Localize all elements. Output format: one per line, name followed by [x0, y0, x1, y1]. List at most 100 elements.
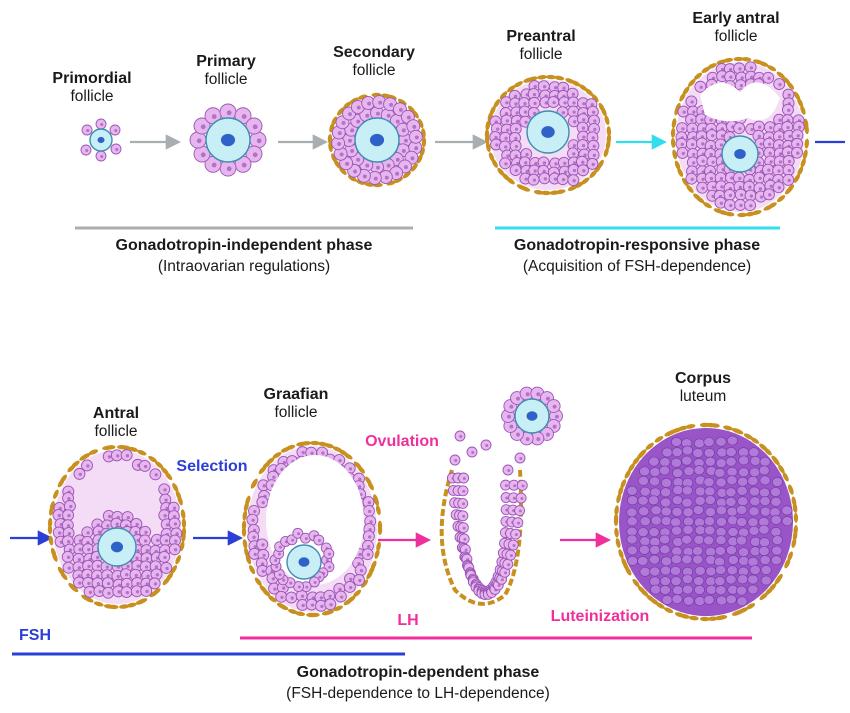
luteal-cell — [749, 565, 761, 575]
theca-cell — [88, 449, 99, 455]
theca-cell — [681, 177, 689, 187]
luteal-cell — [693, 465, 705, 476]
label-ovulation: Ovulation — [365, 433, 439, 450]
theca-cell — [485, 120, 491, 131]
theca-cell — [616, 493, 622, 504]
luteal-cell — [626, 507, 638, 518]
secondary-sub: follicle — [352, 62, 396, 80]
theca-cell — [249, 565, 256, 575]
phase-independent: Gonadotropin-independent phase (Intraova… — [116, 237, 373, 276]
luteal-cell — [671, 506, 683, 517]
theca-cell — [179, 541, 185, 552]
luteal-cell — [626, 516, 638, 527]
luteal-cell — [660, 565, 672, 576]
oocyte-nucleus — [369, 133, 385, 147]
luteal-cell — [716, 595, 728, 606]
luteal-cell — [737, 496, 749, 507]
luteal-cell — [759, 496, 771, 507]
theca-cell — [618, 486, 624, 496]
theca-cell — [672, 149, 678, 160]
independent-title: Gonadotropin-independent phase — [115, 237, 373, 254]
luteal-cell — [638, 506, 650, 517]
antrum — [700, 82, 780, 122]
theca-cell — [254, 577, 262, 586]
luteal-cell — [704, 525, 716, 536]
theca-cell — [620, 479, 627, 489]
theca-cell — [343, 452, 353, 460]
label-secondary: Secondary follicle — [333, 44, 415, 80]
theca-cell — [693, 72, 703, 80]
theca-cell — [353, 589, 362, 598]
theca-cell — [800, 105, 806, 115]
luteal-cell — [639, 466, 651, 477]
luteal-cell — [672, 485, 684, 496]
luteal-cell — [626, 495, 639, 506]
luteal-cell — [683, 595, 695, 606]
luteal-cell — [738, 467, 750, 478]
oocyte-nucleus — [541, 126, 555, 138]
luteal-cell — [672, 467, 684, 478]
dependent-sub: (FSH-dependence to LH-dependence) — [286, 685, 550, 703]
theca-cell — [702, 202, 712, 209]
luteal-cell — [770, 514, 782, 525]
theca-cell — [172, 483, 179, 493]
luteal-cell — [659, 576, 671, 587]
theca-cell — [792, 503, 798, 513]
theca-cell — [93, 601, 104, 607]
theca-cell — [677, 425, 688, 431]
luteal-cell — [639, 486, 651, 497]
luteal-cell — [670, 436, 683, 447]
theca-cell — [741, 57, 752, 62]
luteal-cell — [727, 515, 739, 526]
luteal-cell — [770, 526, 782, 537]
theca-cell — [485, 142, 491, 152]
luteal-cell — [726, 475, 738, 486]
luteal-cell — [726, 435, 738, 446]
theca-cell — [674, 160, 681, 171]
theca-cell — [154, 461, 164, 469]
luteal-cell — [626, 545, 638, 556]
responsive-title: Gonadotropin-responsive phase — [513, 237, 761, 254]
luteal-cell — [771, 477, 783, 487]
luteal-cell — [725, 456, 737, 467]
luteal-cell — [759, 506, 772, 517]
theca-cell — [377, 520, 383, 531]
luteal-cell — [749, 496, 761, 507]
luteal-cell — [738, 455, 750, 466]
antral-title: Antral — [92, 405, 140, 422]
theca-cell — [804, 124, 809, 135]
luteal-cell — [693, 438, 705, 449]
theca-cell — [259, 585, 268, 594]
theca-cell — [793, 512, 799, 523]
label-primordial: Primordial follicle — [52, 70, 131, 106]
luteal-cell — [704, 456, 716, 467]
theca-cell — [797, 166, 804, 176]
theca-cell — [513, 81, 523, 88]
luteal-cell — [714, 576, 726, 587]
luteal-cell — [659, 544, 671, 555]
primary-title: Primary — [196, 53, 256, 70]
luteal-cell — [626, 534, 638, 545]
luteal-cell — [749, 455, 761, 466]
luteal-cell — [715, 564, 727, 575]
luteal-cell — [637, 527, 649, 538]
luteal-cell — [738, 547, 750, 558]
theca-cell — [60, 474, 68, 483]
theca-cell — [367, 481, 374, 491]
theca-cell — [360, 579, 369, 588]
luteal-cell — [747, 517, 759, 528]
theca-cell — [628, 463, 635, 472]
luteal-cell — [693, 584, 705, 595]
theca-cell — [165, 471, 173, 481]
luteal-cell — [671, 447, 683, 458]
luteal-cell — [771, 535, 783, 546]
luteal-cell — [683, 466, 695, 477]
label-lh: LH — [397, 612, 419, 629]
luteal-cell — [682, 524, 694, 535]
theca-cell — [366, 570, 373, 580]
theca-cell — [175, 554, 182, 565]
theca-cell — [591, 93, 599, 103]
theca-cell — [685, 424, 696, 429]
luteal-cell — [694, 495, 706, 506]
luteal-cell — [661, 447, 673, 458]
